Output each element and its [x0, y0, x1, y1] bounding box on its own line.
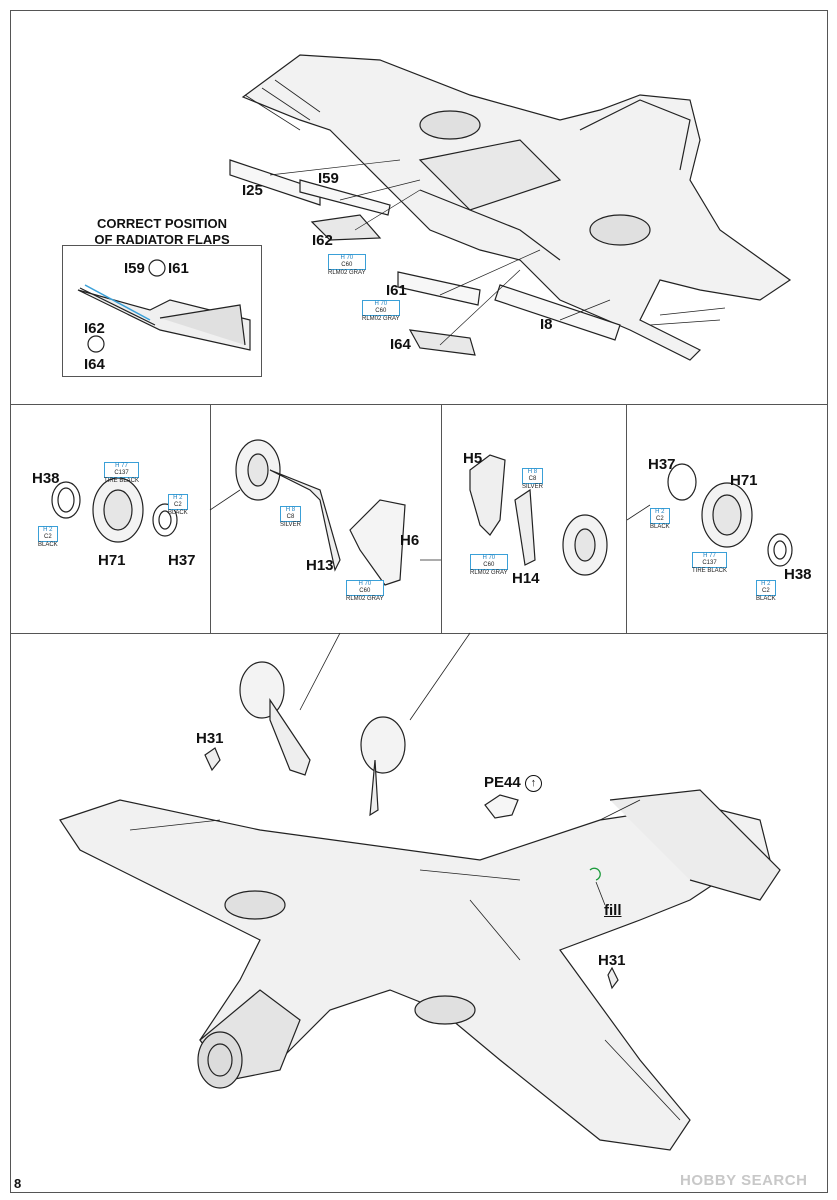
part-label-i61: I61	[386, 282, 407, 299]
part-label-i64: I64	[390, 336, 411, 353]
inset-title: CORRECT POSITION OF RADIATOR FLAPS	[82, 216, 242, 248]
inset-title-line1: CORRECT POSITION	[96, 216, 227, 231]
part-label-h71: H71	[98, 552, 126, 569]
part-label-h37-right: H37	[648, 456, 676, 473]
hobby-search-watermark: HOBBY SEARCH	[680, 1172, 808, 1189]
inset-label-i61: I61	[168, 260, 189, 277]
right-wheel-subpanel	[441, 404, 627, 634]
part-label-h31-right: H31	[598, 952, 626, 969]
inset-label-i62: I62	[84, 320, 105, 337]
part-label-pe44: PE44 ↑	[484, 774, 542, 792]
part-label-h13: H13	[306, 557, 334, 574]
radiator-flap-inset-frame	[62, 245, 262, 377]
part-label-h6: H6	[400, 532, 420, 549]
pe44-text: PE44	[484, 774, 521, 791]
part-label-h31-left: H31	[196, 730, 224, 747]
part-label-i59: I59	[318, 170, 339, 187]
part-label-h5: H5	[463, 450, 483, 467]
part-label-h71-right: H71	[730, 472, 758, 489]
fill-label: fill	[604, 902, 622, 919]
inset-title-line2: OF RADIATOR FLAPS	[94, 232, 230, 247]
part-label-h37: H37	[168, 552, 196, 569]
part-label-i62: I62	[312, 232, 333, 249]
page-number: 8	[14, 1176, 22, 1191]
photo-etch-arrow-icon: ↑	[524, 774, 542, 792]
part-label-i8: I8	[540, 316, 553, 333]
inset-label-i59: I59	[124, 260, 145, 277]
inset-label-i64: I64	[84, 356, 105, 373]
part-label-h14: H14	[512, 570, 540, 587]
part-label-h38-right: H38	[784, 566, 812, 583]
part-label-i25: I25	[242, 182, 263, 199]
part-label-h38: H38	[32, 470, 60, 487]
